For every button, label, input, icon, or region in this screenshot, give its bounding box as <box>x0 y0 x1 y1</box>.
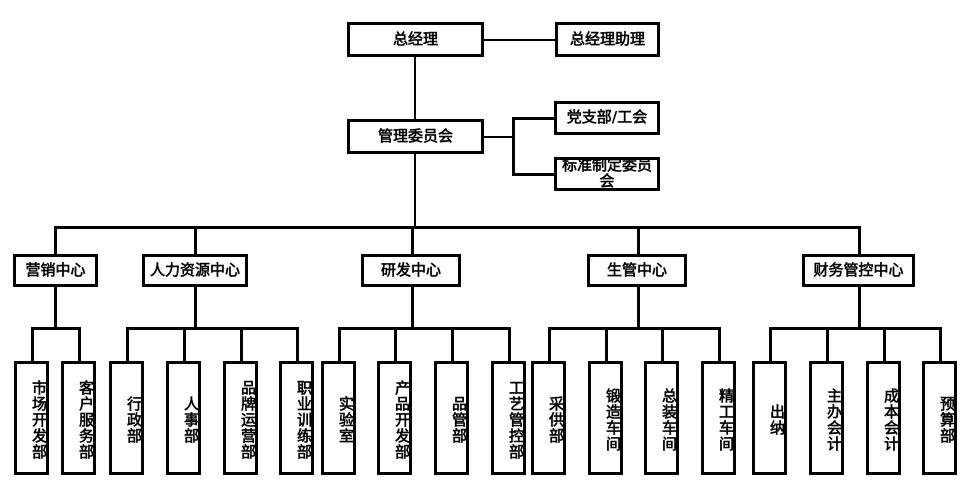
node-dept-budget[interactable]: 预算部 <box>922 361 957 475</box>
bracket-rd <box>338 327 511 330</box>
leg-production-0 <box>548 327 551 361</box>
bracket-production <box>548 327 721 330</box>
node-label: 锻造车间 <box>604 388 622 452</box>
connector-bracket-to-party-union <box>512 117 556 120</box>
stem-production <box>637 287 640 330</box>
node-dept-assembly-workshop[interactable]: 总装车间 <box>644 361 679 475</box>
node-dept-laboratory[interactable]: 实验室 <box>321 361 356 475</box>
node-label: 总装车间 <box>660 388 678 452</box>
node-dept-precision-workshop[interactable]: 精工车间 <box>701 361 736 475</box>
connector-committee-bracket-vertical <box>512 117 515 176</box>
node-dept-market-development[interactable]: 市场开发部 <box>14 361 49 475</box>
node-label: 采供部 <box>547 396 565 444</box>
stem-finance <box>858 287 861 330</box>
node-label: 成本会计 <box>882 388 900 452</box>
node-label: 品牌运营部 <box>239 380 257 460</box>
leg-hr-2 <box>240 327 243 361</box>
leg-production-1 <box>605 327 608 361</box>
drop-to-rd <box>411 226 414 255</box>
leg-rd-0 <box>338 327 341 361</box>
leg-hr-0 <box>126 327 129 361</box>
bracket-marketing <box>31 327 81 330</box>
drop-to-finance <box>858 226 861 255</box>
node-label: 市场开发部 <box>30 380 48 460</box>
node-label: 实验室 <box>337 396 355 444</box>
node-center-hr[interactable]: 人力资源中心 <box>142 254 248 287</box>
node-label: 出纳 <box>768 404 786 436</box>
node-center-finance[interactable]: 财务管控中心 <box>802 254 915 287</box>
node-dept-customer-service[interactable]: 客户服务部 <box>61 361 96 475</box>
node-party-union[interactable]: 党支部/工会 <box>554 101 660 135</box>
node-dept-forging-workshop[interactable]: 锻造车间 <box>588 361 623 475</box>
node-label: 产品开发部 <box>393 380 411 460</box>
stem-marketing <box>54 287 57 330</box>
node-label: 人力资源中心 <box>149 260 240 279</box>
connector-bracket-to-standards <box>512 173 556 176</box>
drop-to-hr <box>194 226 197 255</box>
leg-rd-3 <box>508 327 511 361</box>
leg-production-3 <box>718 327 721 361</box>
node-management-committee[interactable]: 管理委员会 <box>347 119 484 154</box>
node-dept-vocational-training[interactable]: 职业训练部 <box>279 361 314 475</box>
node-dept-product-development[interactable]: 产品开发部 <box>377 361 412 475</box>
leg-marketing-0 <box>31 327 34 361</box>
leg-finance-0 <box>769 327 772 361</box>
node-dept-personnel[interactable]: 人事部 <box>166 361 201 475</box>
node-label: 工艺管控部 <box>507 380 525 460</box>
leg-rd-2 <box>451 327 454 361</box>
node-general-manager[interactable]: 总经理 <box>347 22 484 57</box>
node-center-marketing[interactable]: 营销中心 <box>13 254 98 287</box>
node-label: 生管中心 <box>606 260 667 279</box>
node-label: 总经理助理 <box>569 29 645 48</box>
bus-centers-horizontal <box>54 226 860 229</box>
node-label: 总经理 <box>392 29 438 48</box>
connector-gm-to-assistant <box>484 39 555 41</box>
node-label: 预算部 <box>938 396 956 444</box>
node-center-rd[interactable]: 研发中心 <box>361 254 461 287</box>
node-label: 品管部 <box>450 396 468 444</box>
node-label: 客户服务部 <box>77 380 95 460</box>
node-label: 主办会计 <box>825 388 843 452</box>
node-label: 精工车间 <box>717 388 735 452</box>
node-dept-chief-accountant[interactable]: 主办会计 <box>809 361 844 475</box>
drop-to-production <box>637 226 640 255</box>
node-dept-process-control[interactable]: 工艺管控部 <box>491 361 526 475</box>
node-standards-committee[interactable]: 标准制定委员会 <box>554 157 660 191</box>
stem-rd <box>411 287 414 330</box>
node-label: 人事部 <box>182 396 200 444</box>
leg-hr-3 <box>296 327 299 361</box>
connector-committee-to-bus <box>414 154 416 228</box>
node-label: 财务管控中心 <box>813 260 904 279</box>
node-label: 标准制定委员会 <box>561 156 652 190</box>
leg-finance-3 <box>939 327 942 361</box>
connector-committee-stub <box>484 136 514 138</box>
node-dept-brand-operations[interactable]: 品牌运营部 <box>223 361 258 475</box>
node-dept-procurement[interactable]: 采供部 <box>531 361 566 475</box>
node-label: 行政部 <box>125 396 143 444</box>
leg-hr-1 <box>183 327 186 361</box>
node-dept-administration[interactable]: 行政部 <box>109 361 144 475</box>
node-label: 管理委员会 <box>377 126 453 145</box>
drop-to-marketing <box>54 226 57 255</box>
node-center-production[interactable]: 生管中心 <box>587 254 687 287</box>
node-label: 研发中心 <box>380 260 441 279</box>
node-gm-assistant[interactable]: 总经理助理 <box>555 22 660 57</box>
bracket-finance <box>769 327 942 330</box>
node-dept-quality-control[interactable]: 品管部 <box>434 361 469 475</box>
stem-hr <box>194 287 197 330</box>
node-label: 营销中心 <box>25 260 86 279</box>
node-dept-cost-accounting[interactable]: 成本会计 <box>866 361 901 475</box>
bracket-hr <box>126 327 299 330</box>
node-label: 职业训练部 <box>295 380 313 460</box>
leg-rd-1 <box>394 327 397 361</box>
leg-finance-1 <box>826 327 829 361</box>
leg-marketing-1 <box>78 327 81 361</box>
leg-finance-2 <box>883 327 886 361</box>
node-dept-cashier[interactable]: 出纳 <box>752 361 787 475</box>
node-label: 党支部/工会 <box>566 108 648 127</box>
connector-gm-to-committee <box>414 57 416 123</box>
leg-production-2 <box>661 327 664 361</box>
